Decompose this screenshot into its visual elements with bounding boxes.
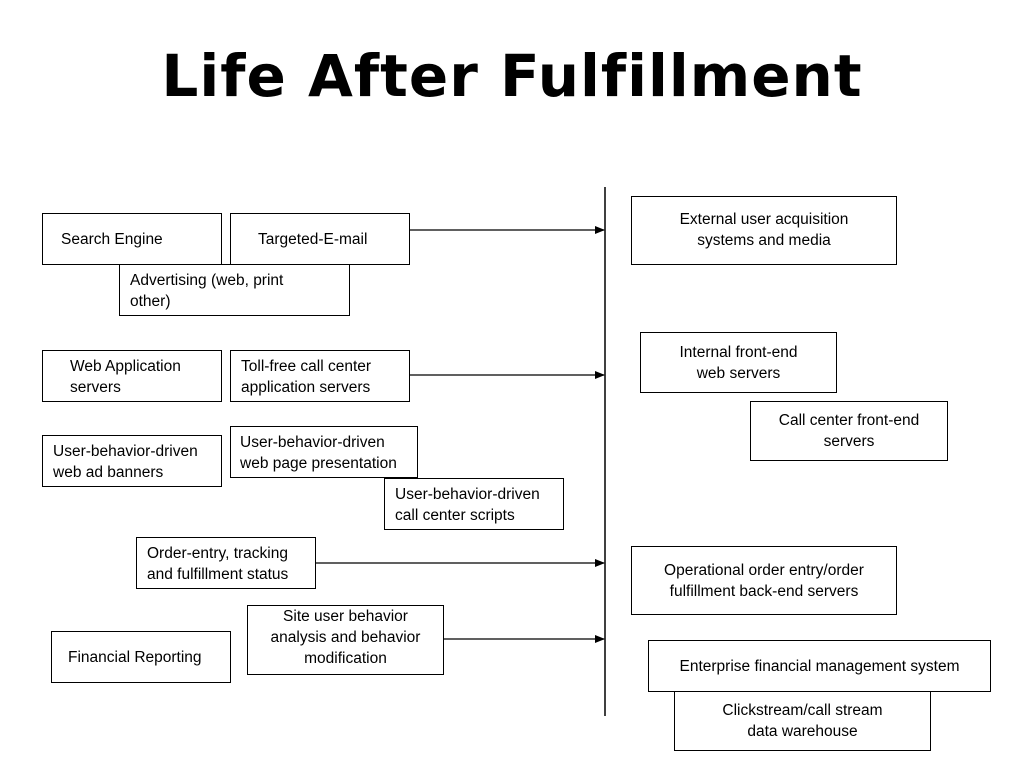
toll-free-call-center-box: Toll-free call center application server… — [230, 350, 410, 402]
call-center-front-end-box: Call center front-end servers — [750, 401, 948, 461]
internal-front-end-box: Internal front-end web servers — [640, 332, 837, 393]
page-presentation-box: User-behavior-driven web page presentati… — [230, 426, 418, 478]
site-user-behavior-box: Site user behavior analysis and behavior… — [247, 605, 444, 675]
financial-reporting-box: Financial Reporting — [51, 631, 231, 683]
operational-order-box: Operational order entry/order fulfillmen… — [631, 546, 897, 615]
ad-banners-box: User-behavior-driven web ad banners — [42, 435, 222, 487]
call-center-scripts-box: User-behavior-driven call center scripts — [384, 478, 564, 530]
search-engine-box: Search Engine — [42, 213, 222, 265]
targeted-email-box: Targeted-E-mail — [230, 213, 410, 265]
enterprise-financial-box: Enterprise financial management system — [648, 640, 991, 692]
web-application-servers-box: Web Application servers — [42, 350, 222, 402]
clickstream-box: Clickstream/call stream data warehouse — [674, 691, 931, 751]
page-title: Life After Fulfillment — [161, 42, 863, 110]
external-acquisition-box: External user acquisition systems and me… — [631, 196, 897, 265]
advertising-box: Advertising (web, print other) — [119, 264, 350, 316]
order-entry-box: Order-entry, tracking and fulfillment st… — [136, 537, 316, 589]
